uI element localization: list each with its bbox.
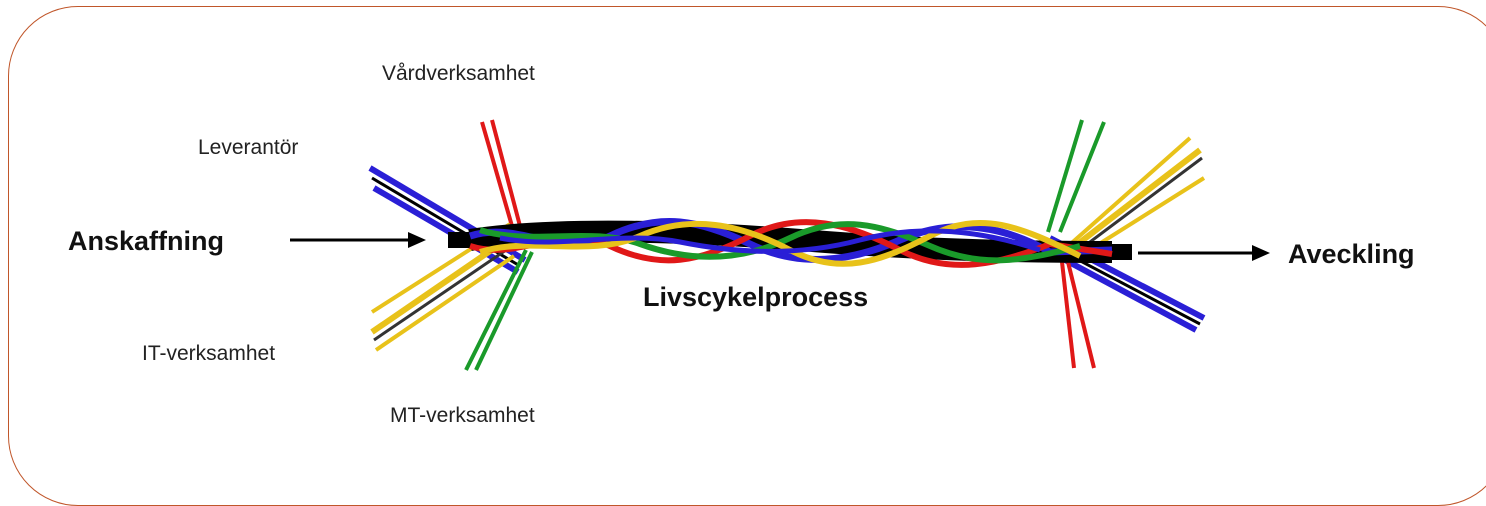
label-anskaffning: Anskaffning <box>68 226 225 256</box>
label-it-verksamhet: IT-verksamhet <box>142 342 276 365</box>
label-leverantor: Leverantör <box>198 136 299 159</box>
label-vardverksamhet: Vårdverksamhet <box>382 62 535 85</box>
braid-body <box>448 218 1132 268</box>
label-aveckling: Aveckling <box>1288 239 1415 269</box>
left-strand-fan <box>368 119 534 371</box>
label-livscykelprocess: Livscykelprocess <box>643 282 869 312</box>
input-arrow <box>290 232 426 248</box>
output-arrow <box>1138 245 1270 261</box>
label-mt-verksamhet: MT-verksamhet <box>390 404 535 427</box>
